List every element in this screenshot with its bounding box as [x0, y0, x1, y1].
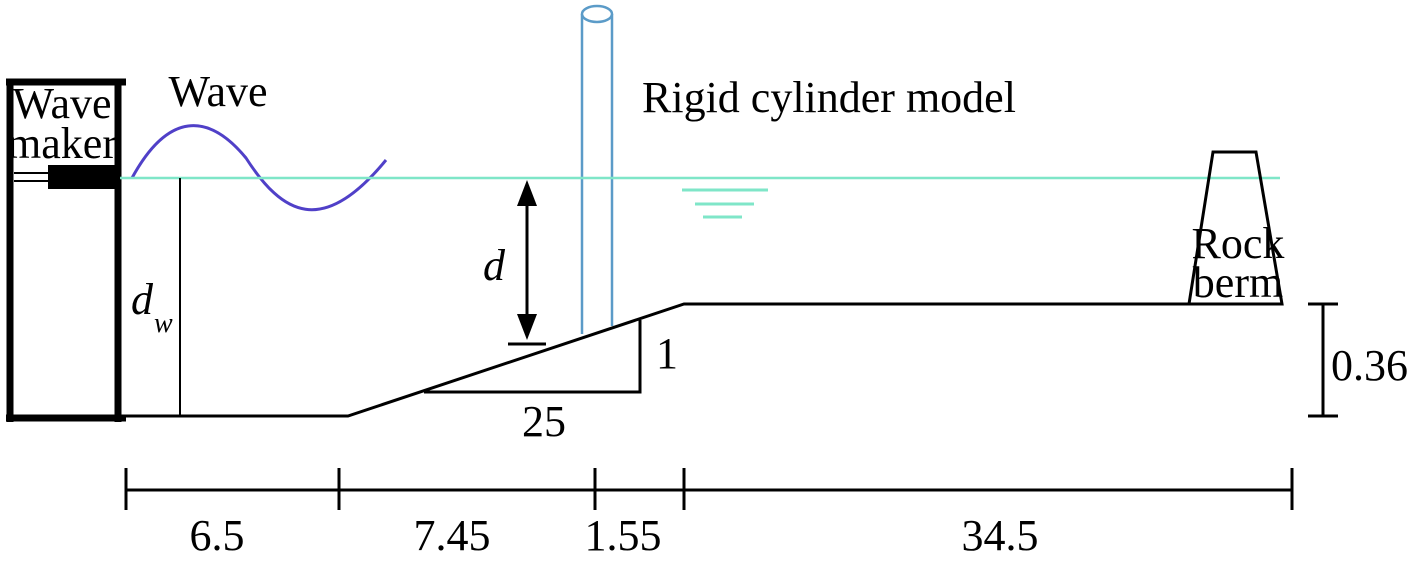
wave-curve	[130, 124, 388, 212]
slope-triangle	[424, 320, 642, 394]
wave-paddle	[48, 165, 116, 189]
depth-maker-subscript: w	[154, 308, 173, 339]
rigid-cylinder	[580, 4, 614, 334]
slope-run-label: 25	[522, 397, 566, 446]
dimension-label-2: 7.45	[414, 511, 491, 560]
rock-berm-label-line1: Rock	[1192, 219, 1285, 268]
wave-maker: Wave maker	[6, 78, 126, 422]
depth-arrow	[508, 180, 546, 346]
wave-maker-label-line1: Wave	[12, 79, 111, 128]
depth-arrow-head-down	[517, 314, 537, 340]
depth-arrow-head-up	[517, 180, 537, 206]
cylinder-label: Rigid cylinder model	[642, 73, 1016, 122]
dimension-label-1: 6.5	[190, 511, 245, 560]
bed-profile	[126, 302, 1280, 418]
step-height-label: 0.36	[1331, 341, 1408, 390]
wave-maker-label-line2: maker	[7, 119, 117, 168]
dimension-label-3: 1.55	[585, 511, 662, 560]
slope-rise-label: 1	[656, 329, 678, 378]
horizontal-dimensions	[124, 468, 1294, 510]
wave-label: Wave	[168, 67, 267, 116]
step-height-dimension	[1308, 302, 1338, 418]
rock-berm	[1187, 150, 1284, 306]
depth-cylinder-label: d	[483, 241, 506, 290]
depth-maker-label: d	[131, 275, 154, 324]
cylinder-top	[580, 4, 614, 24]
rock-berm-label-line2: berm	[1193, 258, 1283, 307]
dimension-label-4: 34.5	[962, 511, 1039, 560]
water-level-symbol	[682, 188, 768, 219]
